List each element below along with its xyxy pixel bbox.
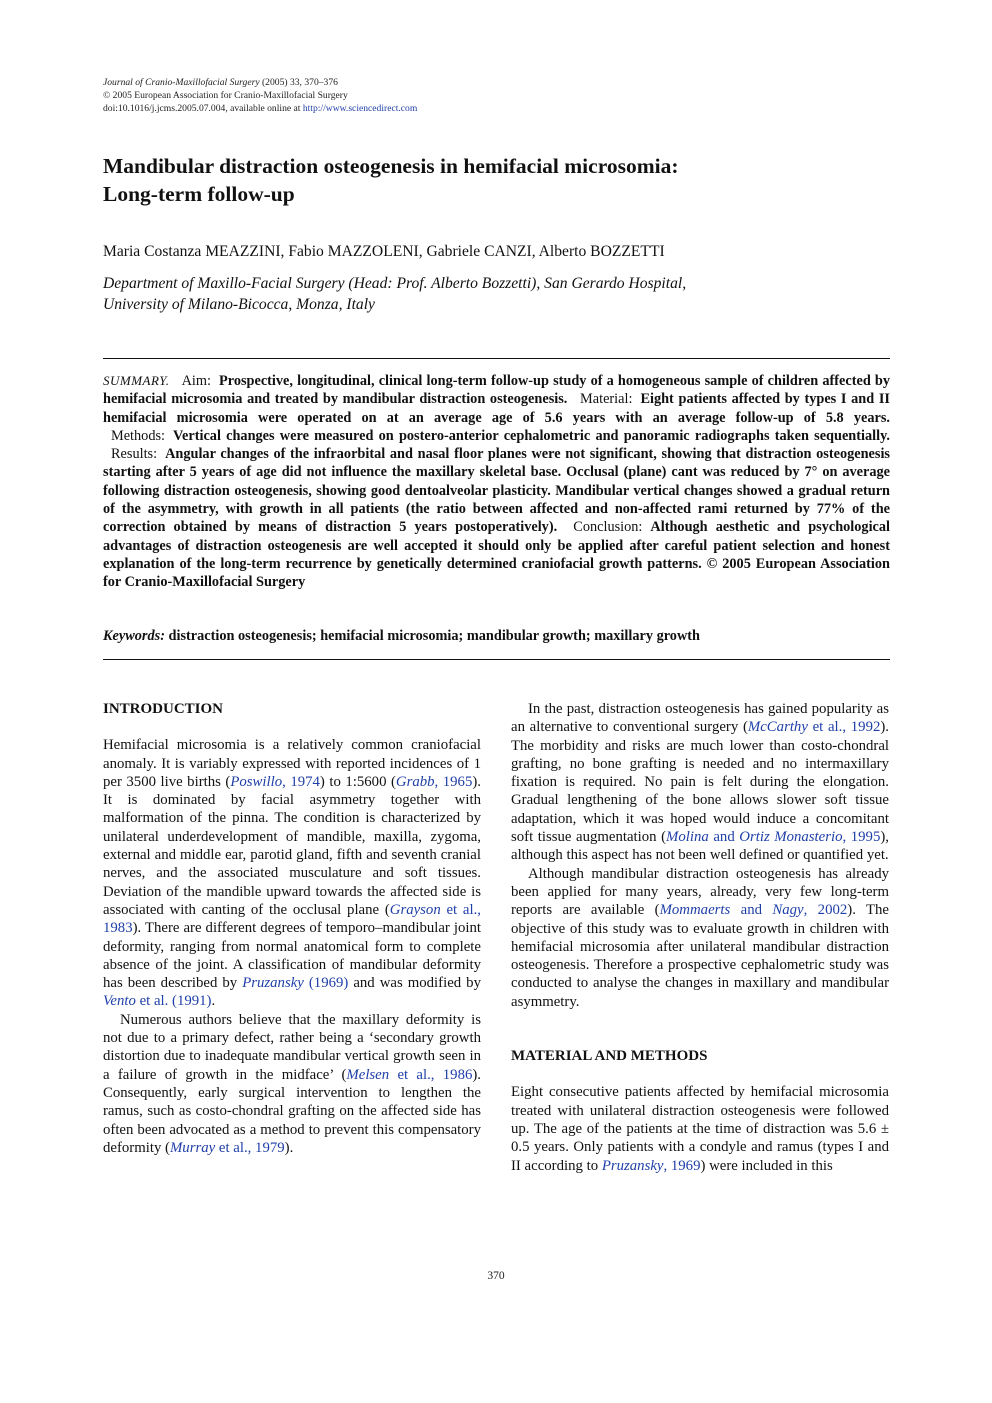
ref-year: , 2002 [803,902,848,919]
text-span: and was modified by [348,975,481,992]
ref-author: Molina [666,829,709,846]
top-divider [103,358,890,359]
intro-paragraph-1: Hemifacial microsomia is a relatively co… [103,736,481,1010]
copyright-line: © 2005 European Association for Cranio-M… [103,90,348,102]
ref-grayson[interactable]: Grayson et al., 1983 [103,902,481,936]
text-span: In the past, distraction osteogenesis ha… [511,701,889,736]
citation-line: Journal of Cranio-Maxillofacial Surgery … [103,76,417,89]
text-span: ). There are different degrees of tempor… [103,920,481,992]
ref-year: , 1965 [434,773,473,790]
ref-author: Mommaerts [659,902,731,919]
title-line-2: Long-term follow-up [103,182,295,206]
ref-author: Nagy [772,902,804,919]
results-label: Results: [111,446,158,463]
ref-year: , 1995 [842,829,881,846]
aim-label: Aim: [181,373,211,389]
conclusion-text: Although aesthetic and psychological adv… [103,519,891,591]
ref-pruzansky-2[interactable]: Pruzansky, 1969 [602,1158,701,1174]
ref-author: Poswillo [230,773,283,790]
doi-line: doi:10.1016/j.jcms.2005.07.004, availabl… [103,102,417,115]
summary-label: SUMMARY. [103,373,170,388]
ref-year: et al., 1986 [389,1066,473,1083]
conclusion-label: Conclusion: [573,519,643,536]
ref-author: Grayson [389,901,441,918]
keywords: Keywords: distraction osteogenesis; hemi… [103,628,890,645]
ref-murray[interactable]: Murray et al., 1979 [170,1140,285,1156]
ref-molina[interactable]: Molina and Ortiz Monasterio, 1995 [666,829,880,845]
ref-author: Pruzansky [601,1157,664,1174]
intro-paragraph-2: Numerous authors believe that the maxill… [103,1011,481,1157]
ref-vento[interactable]: Vento et al. (1991) [103,993,211,1009]
ref-author: Ortiz Monasterio [739,829,843,846]
page-number: 370 [487,1270,505,1282]
keywords-text: distraction osteogenesis; hemifacial mic… [164,628,700,644]
text-span: ), although this aspect has not been wel… [511,829,889,864]
introduction-heading: INTRODUCTION [103,701,224,717]
methods-paragraph-1: Eight consecutive patients affected by h… [511,1083,889,1174]
ref-author: Murray [169,1139,216,1156]
author-list: Maria Costanza MEAZZINI, Fabio MAZZOLENI… [103,243,665,260]
text-span: ). Consequently, early surgical interven… [103,1066,482,1156]
ref-author: Grabb [395,773,435,790]
material-text: Eight patients affected by types I and I… [103,391,890,426]
ref-melsen[interactable]: Melsen et al., 1986 [346,1067,472,1083]
ref-grabb[interactable]: Grabb, 1965 [396,774,472,790]
ref-pruzansky[interactable]: Pruzansky (1969) [242,975,348,991]
left-column: INTRODUCTION Hemifacial microsomia is a … [103,700,481,1157]
ref-author: Pruzansky [242,975,304,992]
text-span: ). [284,1139,294,1156]
right-column: In the past, distraction osteogenesis ha… [511,700,889,1175]
ref-poswillo[interactable]: Poswillo, 1974 [230,774,320,790]
text-span: Although mandibular distraction osteogen… [511,865,889,919]
text-span: ) to 1:5600 ( [319,773,396,790]
ref-author: Vento [103,993,136,1010]
ref-year: et al., 1992 [807,719,881,736]
ref-year: et al. (1991) [135,993,212,1010]
text-span: ). It is dominated by facial asymmetry t… [103,773,481,918]
text-span: ) were included in this [700,1157,833,1174]
affiliation: Department of Maxillo-Facial Surgery (He… [103,273,890,315]
material-label: Material: [580,391,633,408]
text-span: Eight consecutive patients affected by h… [511,1084,889,1174]
journal-name: Journal of Cranio-Maxillofacial Surgery [103,77,260,88]
text-span: ). The objective of this study was to ev… [511,902,889,1010]
ref-conj: and [708,829,740,846]
ref-year: , 1969 [663,1157,701,1174]
methods-text: Vertical changes were measured on poster… [173,427,890,444]
ref-author: McCarthy [747,719,808,736]
methods-label: Methods: [111,427,166,444]
abstract: SUMMARY. Aim:Prospective, longitudinal, … [103,372,890,592]
title-line-1: Mandibular distraction osteogenesis in h… [103,154,679,178]
ref-year: et al., 1983 [103,901,481,937]
ref-year: et al., 1979 [215,1139,285,1156]
right-paragraph-2: Although mandibular distraction osteogen… [511,865,889,1011]
affiliation-line-2: University of Milano-Bicocca, Monza, Ita… [103,296,375,313]
ref-year: (1969) [303,975,349,992]
article-title: Mandibular distraction osteogenesis in h… [103,152,863,208]
text-span: . [211,993,216,1010]
sciencedirect-link[interactable]: http://www.sciencedirect.com [302,103,418,115]
ref-year: , 1974 [282,773,320,790]
text-span: ). The morbidity and risks are much lowe… [511,719,890,846]
bottom-divider [103,659,890,660]
aim-text: Prospective, longitudinal, clinical long… [103,373,890,408]
volume-pages: (2005) 33, 370–376 [259,77,338,88]
results-text: Angular changes of the infraorbital and … [103,446,890,536]
doi-text: doi:10.1016/j.jcms.2005.07.004, availabl… [103,103,303,115]
ref-mommaerts[interactable]: Mommaerts and Nagy, 2002 [660,902,848,918]
right-paragraph-1: In the past, distraction osteogenesis ha… [511,700,889,865]
affiliation-line-1: Department of Maxillo-Facial Surgery (He… [103,275,687,292]
text-span: Hemifacial microsomia is a relatively co… [103,737,481,790]
keywords-label: Keywords: [103,628,165,644]
text-span: Numerous authors believe that the maxill… [103,1011,481,1083]
journal-header: Journal of Cranio-Maxillofacial Surgery … [103,76,417,116]
methods-heading: MATERIAL AND METHODS [511,1048,708,1065]
ref-conj: and [730,902,773,919]
ref-mccarthy[interactable]: McCarthy et al., 1992 [748,719,880,735]
ref-author: Melsen [346,1066,390,1083]
